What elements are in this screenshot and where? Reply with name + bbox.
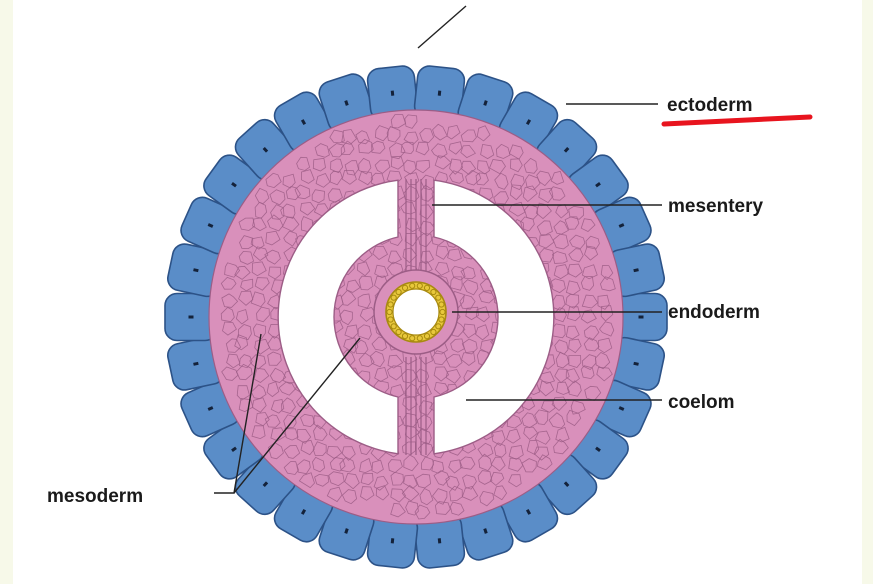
top-pointer-line	[418, 6, 466, 48]
label-endoderm: endoderm	[668, 302, 760, 323]
ectoderm-cell-nucleus	[189, 316, 194, 319]
label-mesentery: mesentery	[668, 196, 763, 217]
ectoderm-cell-nucleus	[391, 91, 395, 96]
label-ectoderm: ectoderm	[667, 95, 753, 116]
ectoderm-cell-nucleus	[639, 316, 644, 319]
ectoderm-cell-nucleus	[391, 538, 395, 543]
ectoderm-cell-nucleus	[438, 91, 442, 96]
ectoderm-cell-nucleus	[438, 538, 442, 543]
label-mesoderm: mesoderm	[47, 486, 143, 507]
ectoderm-highlight-underline	[664, 117, 810, 124]
label-coelom: coelom	[668, 392, 735, 413]
endoderm-layer	[374, 270, 458, 354]
gut-lumen	[393, 289, 439, 335]
